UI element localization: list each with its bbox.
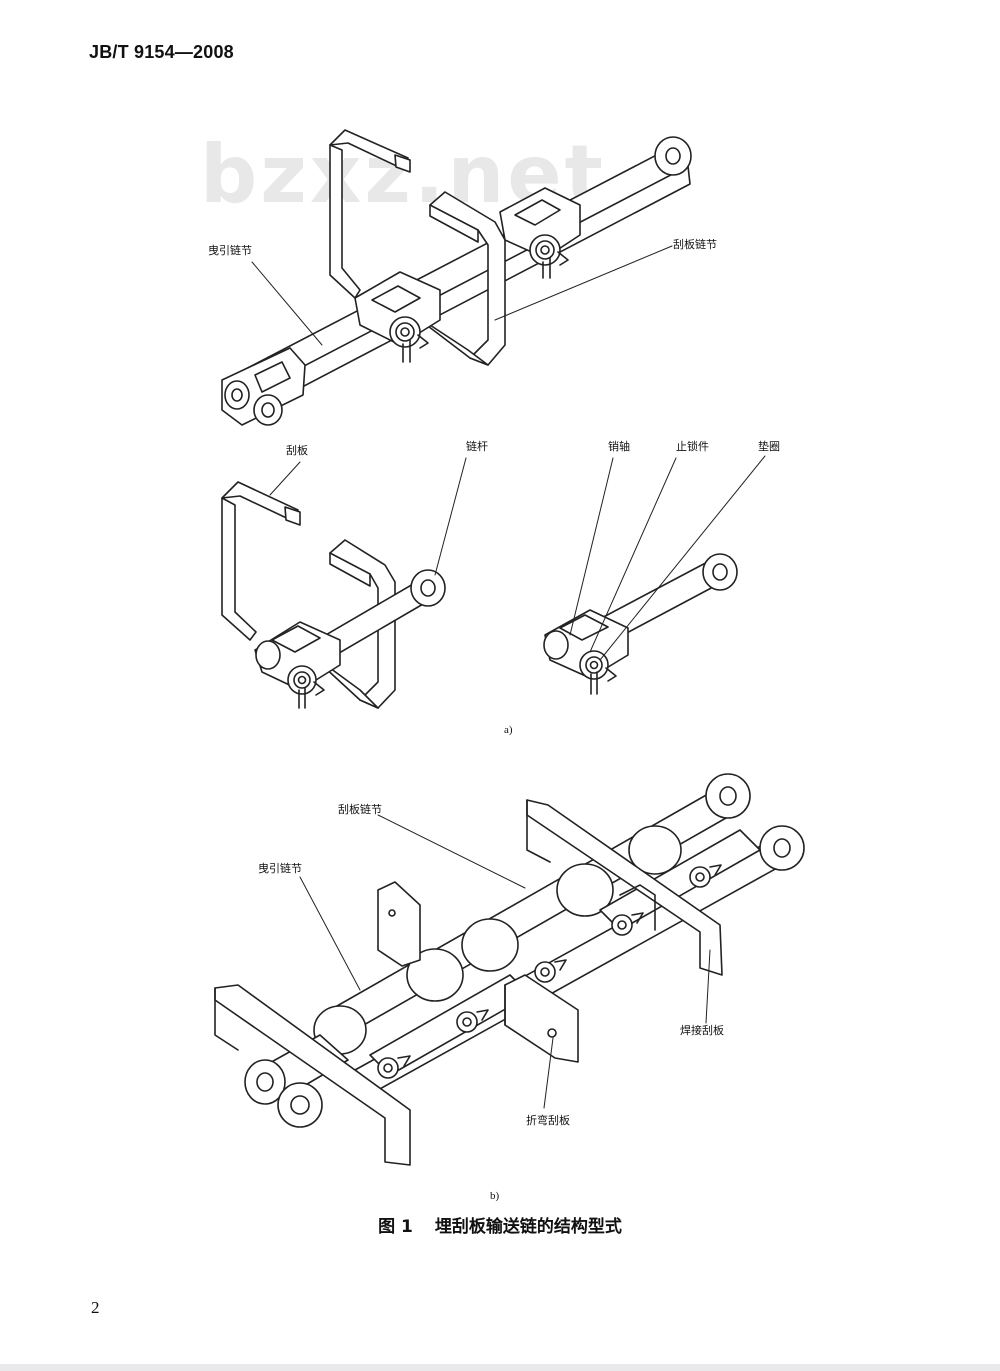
figure-caption: 图 1 埋刮板输送链的结构型式 <box>0 1212 1000 1237</box>
sublabel-b: b) <box>490 1190 500 1202</box>
callout-traction-link-b: 曳引链节 <box>258 862 302 875</box>
figure-a-assembly <box>221 129 692 426</box>
callout-chain-bar: 链杆 <box>466 440 488 453</box>
standard-code: JB/T 9154—2008 <box>89 42 234 62</box>
figure-number: 图 1 <box>378 1217 413 1237</box>
callout-scraper: 刮板 <box>286 444 308 457</box>
callout-pin: 销轴 <box>608 440 630 453</box>
figure-b-leaders <box>299 814 711 1109</box>
callout-welded-scraper: 焊接刮板 <box>680 1024 724 1037</box>
figure-a-scraper-link <box>221 481 446 709</box>
callout-scraper-link-b: 刮板链节 <box>338 803 382 816</box>
callout-traction-link-a: 曳引链节 <box>208 244 252 257</box>
figure-a-chain-bar <box>543 553 738 695</box>
page-number: 2 <box>91 1298 100 1317</box>
callout-bent-scraper: 折弯刮板 <box>526 1114 570 1127</box>
callout-washer: 垫圈 <box>758 440 780 453</box>
page-bottom-bar <box>0 1364 1000 1371</box>
figure-b-assembly <box>214 773 805 1166</box>
callout-scraper-link-a: 刮板链节 <box>673 238 717 251</box>
figure-a-leaders <box>251 245 766 661</box>
figure-title: 埋刮板输送链的结构型式 <box>434 1217 622 1237</box>
callout-lock: 止锁件 <box>676 440 709 453</box>
sublabel-a: a) <box>504 724 513 736</box>
